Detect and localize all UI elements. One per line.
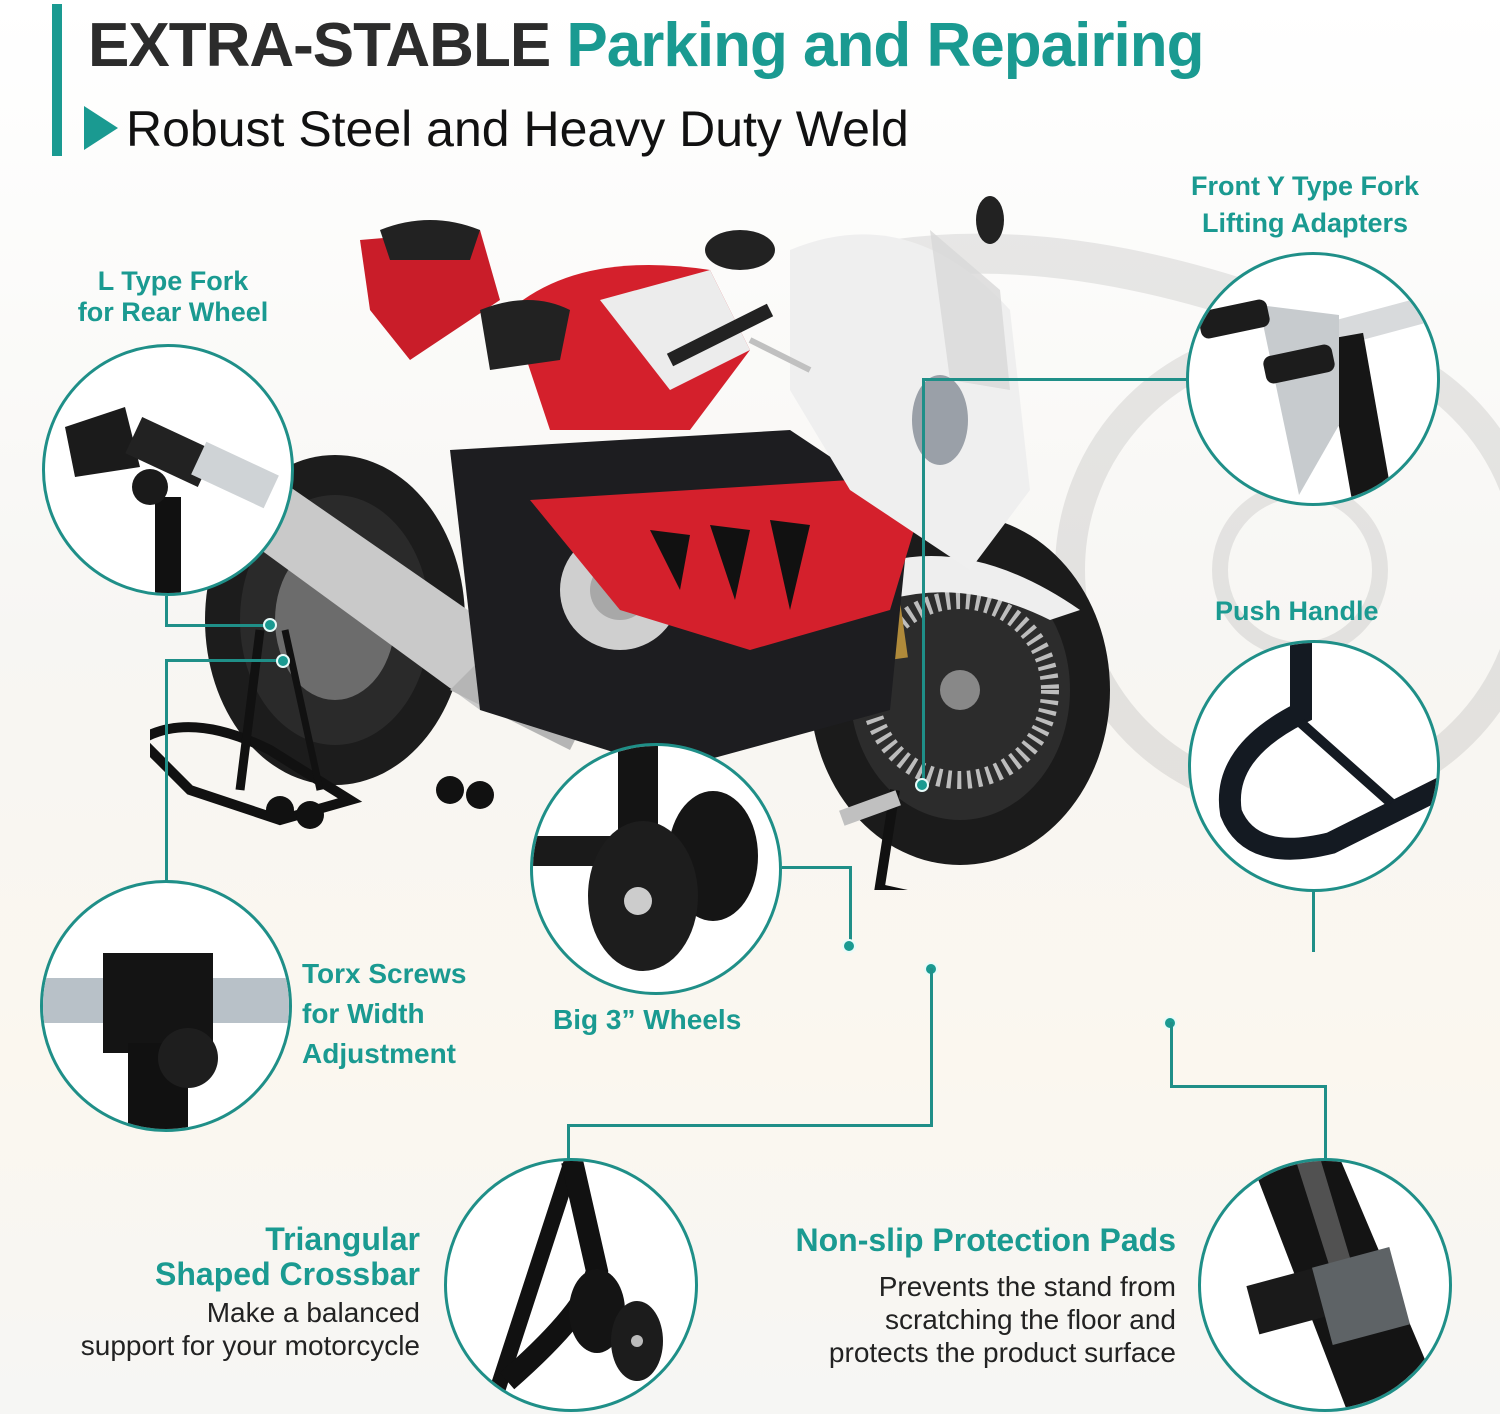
- non-slip-pads-detail-circle: [1198, 1158, 1452, 1412]
- label-line: Lifting Adapters: [1202, 208, 1408, 238]
- big-wheels-image: [533, 746, 758, 971]
- connector-line: [930, 968, 933, 1126]
- feature-triangular-crossbar-description: Make a balanced support for your motorcy…: [0, 1296, 420, 1362]
- label-line: Shaped Crossbar: [155, 1256, 420, 1292]
- connector-line: [165, 624, 271, 627]
- label-line: for Rear Wheel: [77, 297, 269, 328]
- page-title: EXTRA-STABLE Parking and Repairing: [88, 6, 1204, 86]
- desc-line: Make a balanced: [206, 1297, 420, 1328]
- connector-line: [1170, 1085, 1327, 1088]
- connector-line: [922, 378, 925, 784]
- connector-line: [782, 866, 852, 869]
- connector-line: [849, 866, 852, 941]
- callout-dot-l-fork: [263, 618, 277, 632]
- callout-dot-wheels: [842, 939, 856, 953]
- torx-screws-detail-circle: [40, 880, 292, 1132]
- label-line: for Width: [302, 998, 425, 1029]
- label-line: Adjustment: [302, 1038, 456, 1069]
- label-line: Triangular: [265, 1221, 420, 1257]
- desc-line: protects the product surface: [828, 1337, 1176, 1368]
- header-accent-bar: [52, 4, 62, 156]
- label-line: Front Y Type Fork: [1190, 171, 1420, 201]
- connector-line: [567, 1124, 570, 1162]
- connector-line: [165, 596, 168, 626]
- desc-line: support for your motorcycle: [80, 1330, 420, 1361]
- front-y-fork-detail-circle: [1186, 252, 1440, 506]
- triangular-crossbar-image: [489, 1161, 663, 1394]
- non-slip-pads-image: [1246, 1161, 1446, 1409]
- connector-line: [567, 1124, 933, 1127]
- push-handle-image: [1218, 643, 1437, 860]
- feature-l-type-fork-label: L Type Fork for Rear Wheel: [58, 266, 288, 328]
- feature-big-wheels-label: Big 3” Wheels: [553, 1004, 742, 1035]
- connector-line: [1312, 892, 1315, 952]
- triangular-crossbar-detail-circle: [444, 1158, 698, 1412]
- front-y-fork-image: [1198, 288, 1437, 503]
- feature-non-slip-pads-label: Non-slip Protection Pads: [795, 1222, 1176, 1258]
- big-wheels-detail-circle: [530, 743, 782, 995]
- page-subtitle: Robust Steel and Heavy Duty Weld: [126, 101, 909, 157]
- label-line: Torx Screws: [302, 958, 467, 989]
- connector-line: [165, 660, 168, 882]
- callout-dot-front-fork: [915, 778, 929, 792]
- connector-line: [1170, 1022, 1173, 1086]
- title-extra-stable: EXTRA-STABLE: [88, 11, 551, 80]
- feature-torx-screws-label: Torx Screws for Width Adjustment: [302, 954, 466, 1074]
- play-arrow-icon: [84, 106, 118, 150]
- label-line: L Type Fork: [97, 266, 249, 296]
- l-type-fork-detail-circle: [42, 344, 294, 596]
- l-type-fork-image: [65, 407, 279, 593]
- feature-push-handle-label: Push Handle: [1215, 596, 1379, 626]
- feature-triangular-crossbar-label: Triangular Shaped Crossbar: [60, 1222, 420, 1292]
- desc-line: Prevents the stand from: [878, 1271, 1176, 1302]
- callout-dot-torx: [276, 654, 290, 668]
- connector-line: [165, 659, 280, 662]
- connector-line: [1324, 1085, 1327, 1161]
- feature-front-y-fork-label: Front Y Type Fork Lifting Adapters: [1165, 168, 1445, 242]
- push-handle-detail-circle: [1188, 640, 1440, 892]
- connector-line: [922, 378, 1188, 381]
- motorcycle-on-stand-image: [150, 196, 1110, 890]
- title-parking-repairing: Parking and Repairing: [566, 11, 1204, 80]
- torx-screws-image: [43, 953, 289, 1129]
- feature-non-slip-pads-description: Prevents the stand from scratching the f…: [700, 1270, 1176, 1369]
- desc-line: scratching the floor and: [884, 1304, 1176, 1335]
